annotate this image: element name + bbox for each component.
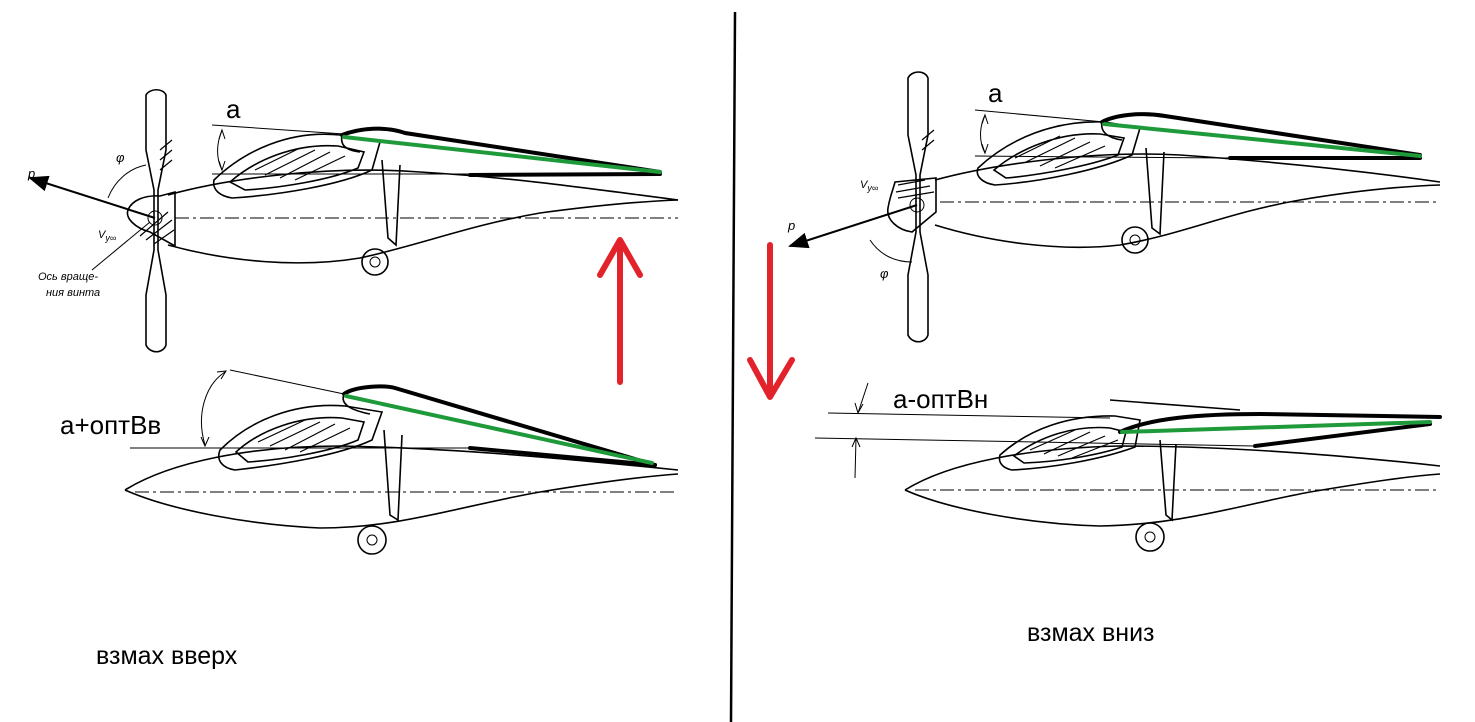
label-angle-down: a-оптВн [893, 384, 988, 414]
divider-line [729, 11, 737, 722]
label-p-right: p [787, 218, 795, 233]
axis-note-line2: ния винта [46, 287, 100, 299]
right-bottom-glider [814, 382, 1442, 552]
label-a-right: a [988, 78, 1003, 108]
caption-downstroke: взмах вниз [1027, 619, 1155, 647]
label-angle-up: a+оптВв [60, 410, 161, 440]
upstroke-arrow [597, 237, 643, 385]
label-p-left: p [27, 166, 35, 181]
label-v-right: Vy∞ [860, 179, 878, 193]
label-phi-right: φ [880, 266, 889, 281]
label-v-left: Vy∞ [98, 229, 116, 243]
label-a-left: a [226, 94, 241, 124]
right-top-glider [788, 71, 1441, 343]
left-top-glider [28, 88, 679, 353]
axis-note-line1: Ось враще- [38, 271, 98, 283]
label-phi-left: φ [116, 150, 125, 165]
caption-upstroke: взмах вверх [96, 642, 238, 670]
left-bottom-glider [124, 369, 679, 555]
downstroke-arrow [747, 242, 795, 400]
